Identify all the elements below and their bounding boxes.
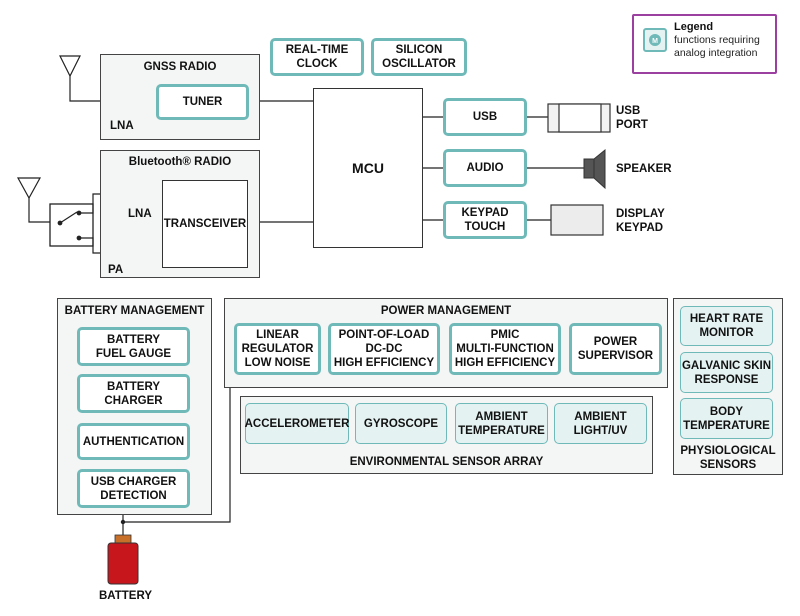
pmic-block: PMIC MULTI-FUNCTION HIGH EFFICIENCY [449,323,561,375]
accelerometer-block: ACCELEROMETER [245,403,349,444]
mcu-block: MCU [313,88,423,248]
maxim-logo-icon: M [643,28,667,52]
bt-lna-label: LNA [128,208,152,220]
usb-port-icon [547,103,611,133]
speaker-label: SPEAKER [616,163,672,175]
display-icon [550,204,604,236]
power-management-title: POWER MANAGEMENT [380,305,512,317]
heart-rate-monitor-block: HEART RATE MONITOR [680,306,773,346]
legend-box: M Legend functions requiring analog inte… [632,14,777,74]
bt-pa-label: PA [108,264,124,276]
svg-text:M: M [652,38,658,45]
gnss-lna-label: LNA [110,120,134,132]
legend-title: Legend [674,21,714,33]
battery-management-title: BATTERY MANAGEMENT [64,305,205,317]
battery-charger-block: BATTERY CHARGER [77,374,190,413]
physiological-sensors-title: PHYSIOLOGICAL SENSORS [680,445,776,471]
battery-fuel-gauge-block: BATTERY FUEL GAUGE [77,327,190,366]
gnss-tuner-block: TUNER [156,84,249,120]
environmental-sensor-title: ENVIRONMENTAL SENSOR ARRAY [349,456,544,468]
authentication-block: AUTHENTICATION [77,423,190,460]
ambient-temperature-block: AMBIENT TEMPERATURE [455,403,548,444]
point-of-load-block: POINT-OF-LOAD DC-DC HIGH EFFICIENCY [328,323,440,375]
power-supervisor-block: POWER SUPERVISOR [569,323,662,375]
audio-block: AUDIO [443,149,527,187]
keypad-touch-block: KEYPAD TOUCH [443,201,527,239]
real-time-clock-block: REAL-TIME CLOCK [270,38,364,76]
body-temperature-block: BODY TEMPERATURE [680,398,773,439]
usb-charger-detection-block: USB CHARGER DETECTION [77,469,190,508]
usb-block: USB [443,98,527,136]
speaker-icon [583,148,606,190]
legend-text: functions requiring analog integration [674,34,760,59]
gnss-radio-title: GNSS RADIO [143,61,217,73]
galvanic-skin-response-block: GALVANIC SKIN RESPONSE [680,352,773,393]
battery-label: BATTERY [99,590,153,602]
usb-port-label: USB PORT [616,105,648,131]
bluetooth-radio-title: Bluetooth® RADIO [128,156,232,168]
ambient-light-block: AMBIENT LIGHT/UV [554,403,647,444]
gyroscope-block: GYROSCOPE [355,403,447,444]
linear-regulator-block: LINEAR REGULATOR LOW NOISE [234,323,321,375]
silicon-oscillator-block: SILICON OSCILLATOR [371,38,467,76]
transceiver-block: TRANSCEIVER [162,180,248,268]
battery-icon [107,534,139,585]
display-keypad-label: DISPLAY KEYPAD [616,208,665,234]
